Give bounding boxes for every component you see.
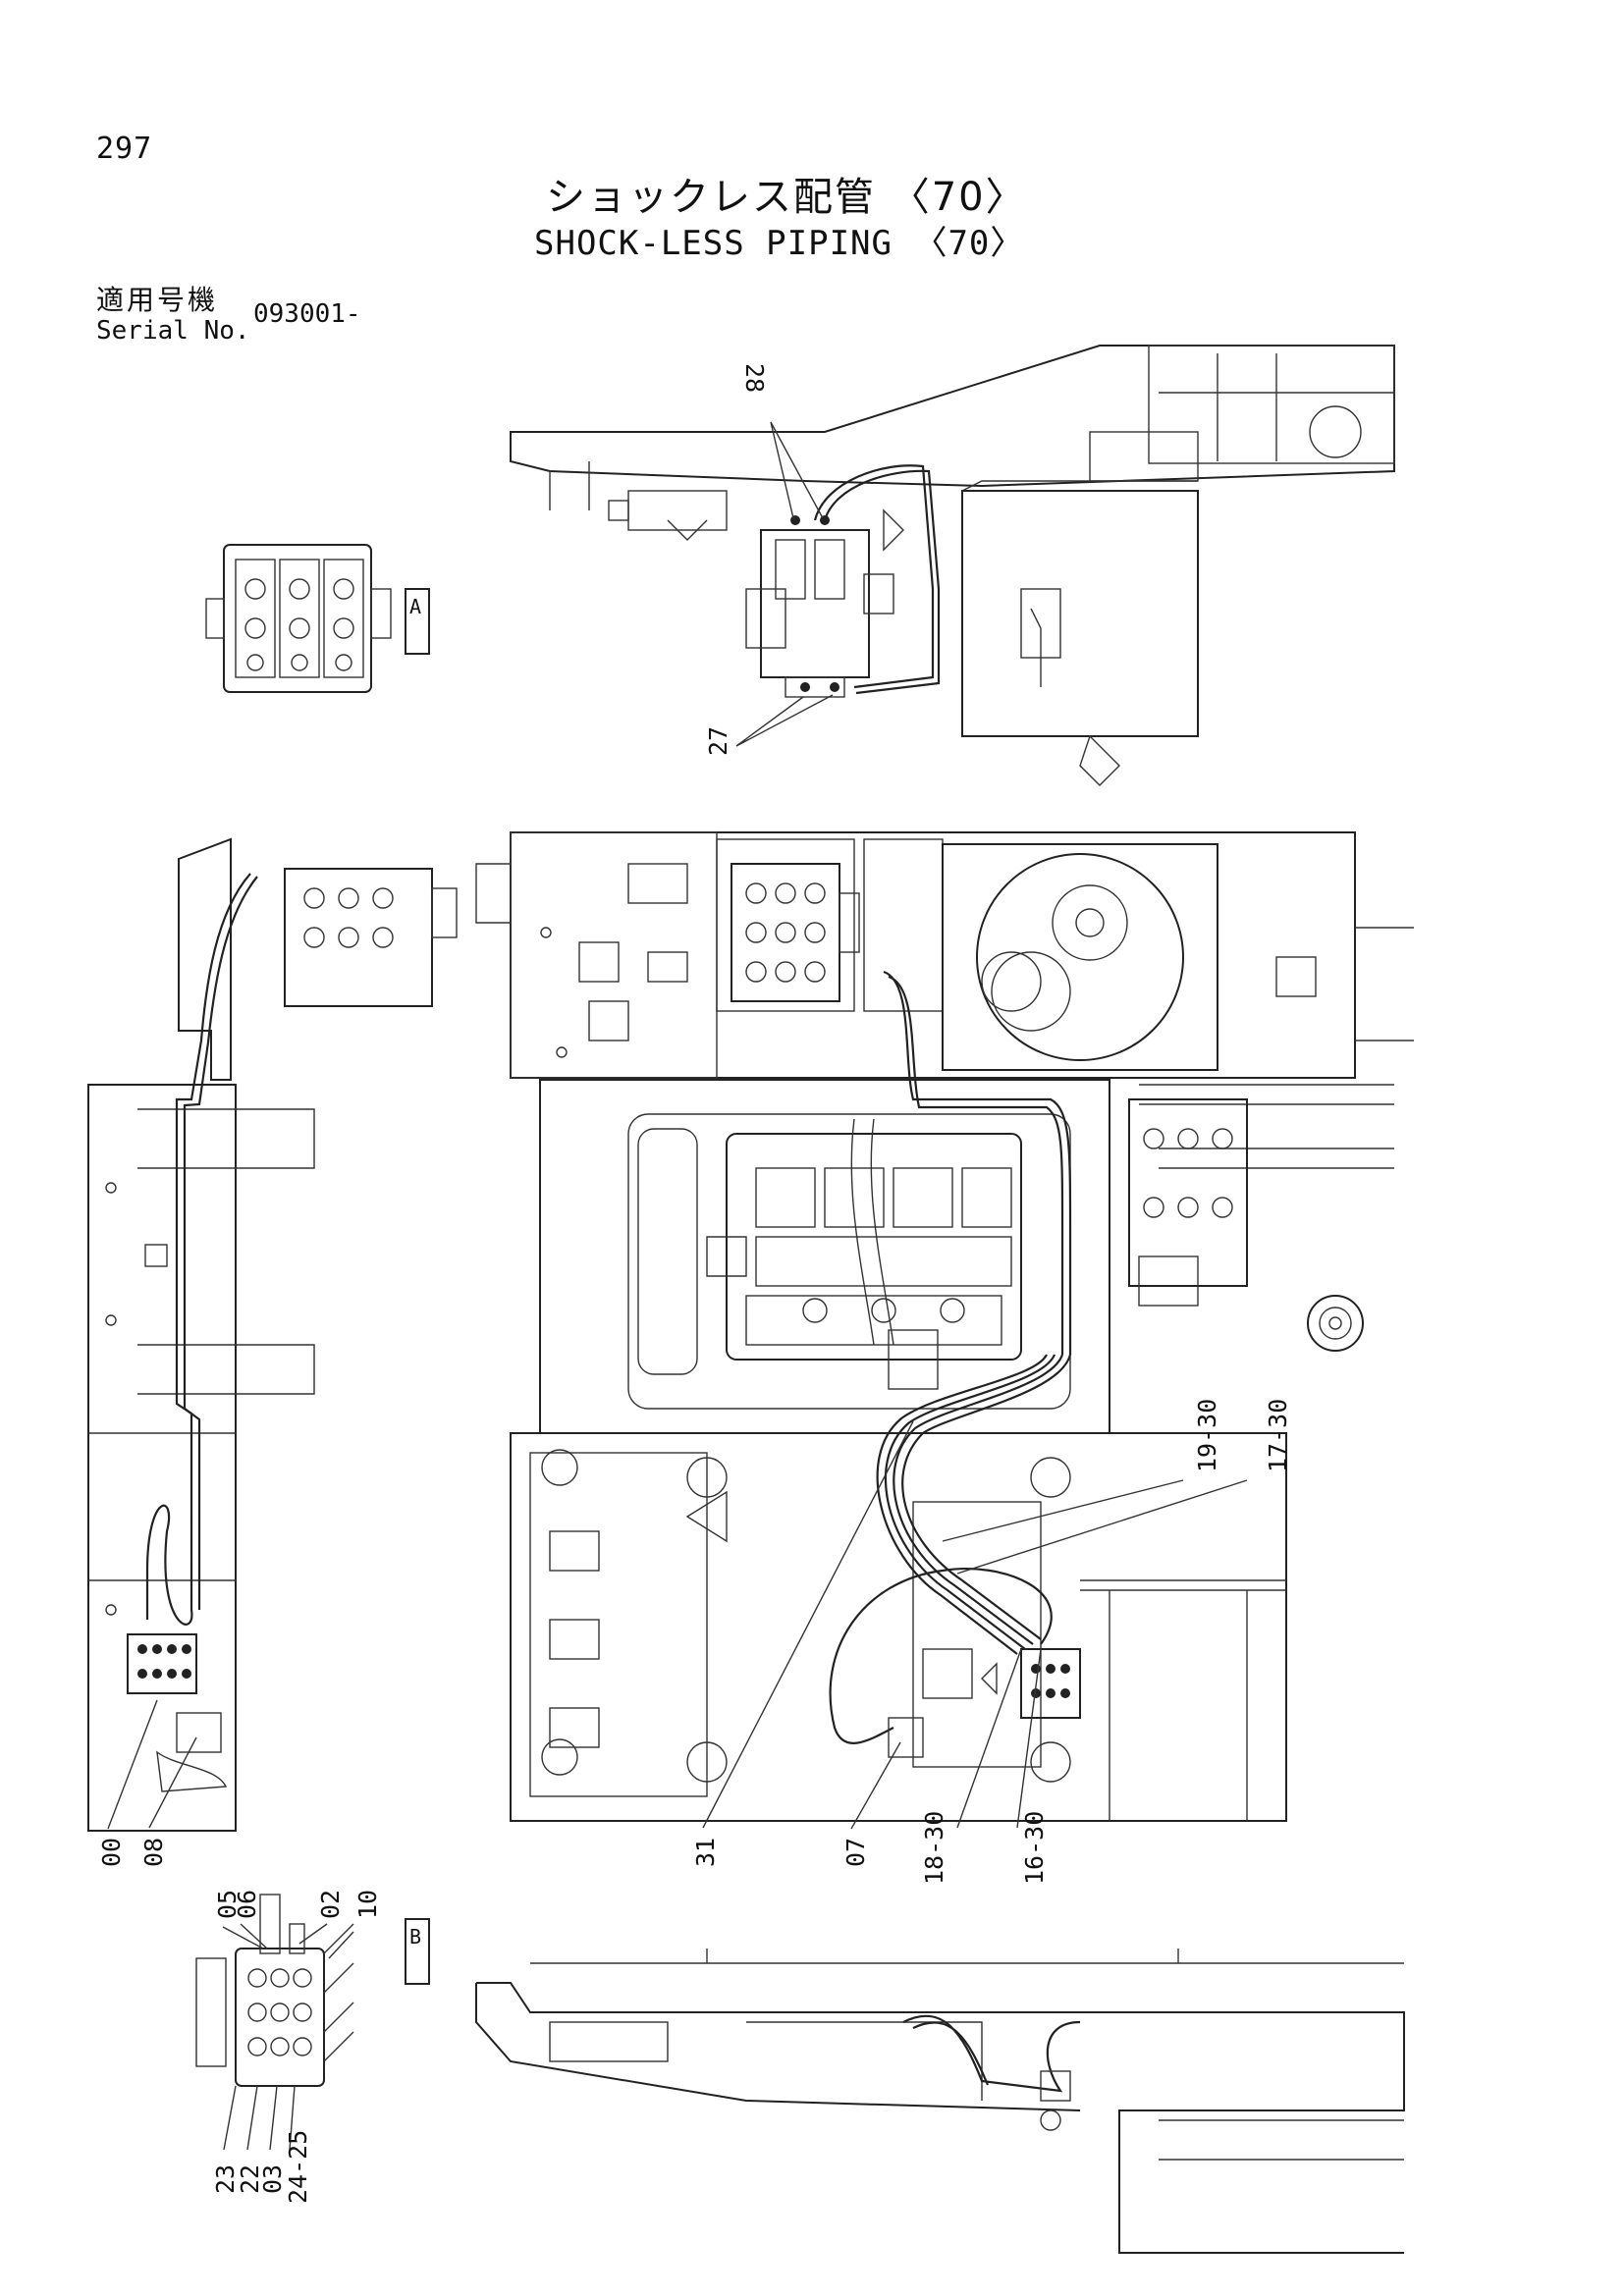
callout-labels: 28 27 19-30 17-30 00 08 31 07 18-30 16-3… <box>97 363 1292 2204</box>
view-b-tag: B <box>405 1918 430 1985</box>
control-valve-main-view <box>731 863 860 1002</box>
page-title-japanese: ショックレス配管 〈70〉 <box>546 175 1027 220</box>
upper-frame-view <box>510 345 1395 786</box>
callout-24-25: 24-25 <box>284 2130 312 2204</box>
callout-02: 02 <box>316 1890 345 1919</box>
callout-27: 27 <box>704 726 732 756</box>
serial-label-english: Serial No. <box>96 316 250 346</box>
control-valve-top-view <box>745 515 894 698</box>
callout-05: 05 <box>213 1890 242 1919</box>
bottom-side-view <box>475 1949 1405 2254</box>
callout-28: 28 <box>740 363 769 393</box>
serial-number-value: 093001- <box>253 299 361 329</box>
callout-10: 10 <box>353 1890 382 1919</box>
callout-16-30: 16-30 <box>1020 1811 1049 1885</box>
pilot-valve-side <box>127 1633 197 1694</box>
callout-22: 22 <box>236 2164 264 2194</box>
engine <box>726 1118 1022 1390</box>
pilot-valve-detail: B <box>195 1894 430 2151</box>
left-side-view <box>87 837 458 1832</box>
serial-label-japanese: 適用号機 <box>96 284 219 316</box>
page-number: 297 <box>96 132 153 166</box>
pilot-valve-block-floor <box>1020 1648 1081 1719</box>
callout-00: 00 <box>97 1838 126 1867</box>
control-valve-side-view <box>284 868 458 1007</box>
page-title-english: SHOCK-LESS PIPING 〈70〉 <box>534 224 1025 263</box>
callout-31: 31 <box>691 1838 720 1867</box>
callout-18-30: 18-30 <box>920 1811 948 1885</box>
callout-06: 06 <box>233 1890 261 1919</box>
pilot-valves-right <box>1128 1098 1248 1307</box>
svg-text:B: B <box>409 1925 421 1949</box>
callout-07: 07 <box>841 1838 870 1867</box>
cooling-fan-unit <box>942 843 1317 1071</box>
view-a-control-valve: A <box>205 544 430 693</box>
callout-17-30: 17-30 <box>1264 1399 1292 1472</box>
callout-19-30: 19-30 <box>1193 1399 1221 1472</box>
callout-08: 08 <box>139 1838 168 1867</box>
callout-03: 03 <box>258 2164 287 2194</box>
svg-text:A: A <box>409 595 421 618</box>
main-plan-view <box>475 831 1414 1830</box>
view-a-tag: A <box>405 588 430 655</box>
callout-23: 23 <box>211 2164 240 2194</box>
